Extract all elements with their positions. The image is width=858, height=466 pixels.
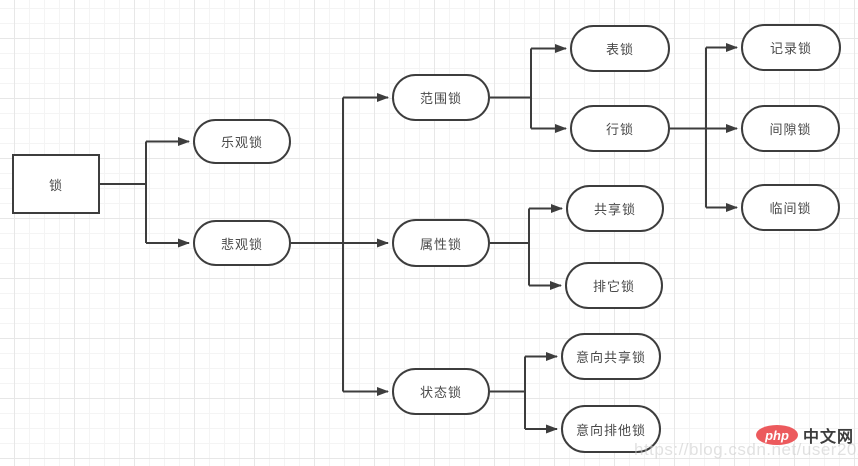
node-row-lock: 行锁	[570, 105, 670, 152]
node-attribute-lock: 属性锁	[392, 219, 490, 267]
node-next-key-lock: 临间锁	[741, 184, 840, 231]
node-intention-shared-lock: 意向共享锁	[561, 333, 661, 380]
node-gap-lock: 间隙锁	[741, 105, 840, 152]
node-state-lock: 状态锁	[392, 368, 490, 415]
node-optimistic-lock: 乐观锁	[193, 119, 291, 164]
node-range-lock: 范围锁	[392, 74, 490, 121]
php-site-logo: php 中文网	[756, 423, 854, 447]
watermark-url: https://blog.csdn.net/user2025	[634, 440, 858, 459]
node-record-lock: 记录锁	[741, 24, 841, 71]
node-shared-lock: 共享锁	[566, 185, 664, 232]
node-table-lock: 表锁	[570, 25, 670, 72]
node-exclusive-lock: 排它锁	[565, 262, 663, 309]
php-logo-site-name: 中文网	[803, 429, 855, 446]
node-lock-root: 锁	[12, 154, 100, 214]
node-pessimistic-lock: 悲观锁	[193, 220, 291, 266]
node-intention-exclusive-lock: 意向排他锁	[561, 405, 661, 453]
php-logo-icon: php	[756, 425, 798, 445]
